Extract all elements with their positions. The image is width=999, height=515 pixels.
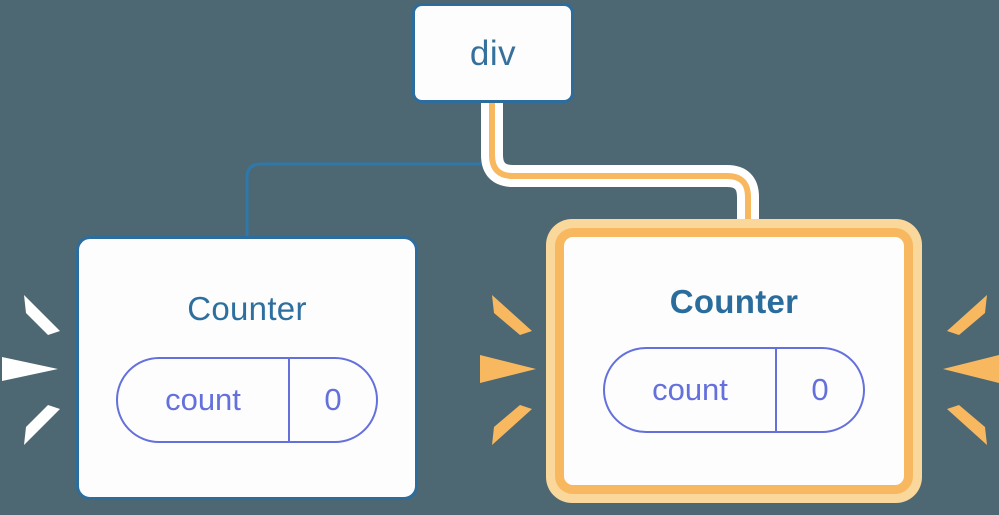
spark-white-middle <box>2 357 58 381</box>
state-key-left: count <box>118 359 290 441</box>
spark-burst-left-white <box>2 275 72 465</box>
spark-white-lower <box>24 405 60 445</box>
state-key-right: count <box>605 349 777 431</box>
node-counter-left[interactable]: Counter count 0 <box>76 236 418 500</box>
state-value-right: 0 <box>811 372 829 407</box>
node-counter-right-highlight-ring: Counter count 0 <box>546 219 922 503</box>
node-counter-right-label: Counter <box>669 283 799 320</box>
spark-orange-upper <box>492 295 532 335</box>
edge-root-to-counter-left <box>245 103 494 236</box>
spark-orange-middle <box>480 355 536 383</box>
spark-orange-lower <box>492 405 532 445</box>
node-counter-right[interactable]: Counter count 0 <box>555 228 913 494</box>
spark-orange-right-middle <box>943 355 999 383</box>
edge-root-to-counter-right <box>489 103 751 240</box>
node-div[interactable]: div <box>412 3 574 103</box>
state-value-left: 0 <box>324 382 342 417</box>
node-counter-left-label: Counter <box>187 290 307 327</box>
spark-white-upper <box>24 295 60 335</box>
spark-burst-right-orange <box>929 275 999 465</box>
node-div-label: div <box>469 33 517 73</box>
spark-orange-right-upper <box>947 295 987 335</box>
spark-burst-center-orange <box>480 275 550 465</box>
state-pill-right: count 0 <box>603 347 865 433</box>
spark-orange-right-lower <box>947 405 987 445</box>
state-pill-left: count 0 <box>116 357 378 443</box>
